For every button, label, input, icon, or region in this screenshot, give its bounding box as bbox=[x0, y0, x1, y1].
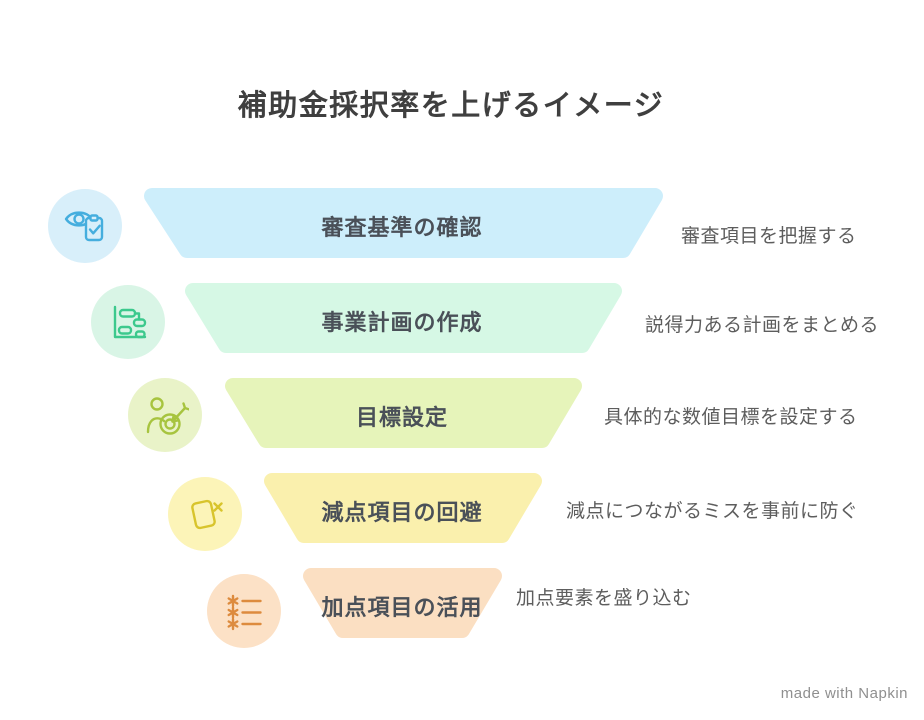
watermark: made with Napkin bbox=[780, 685, 908, 702]
funnel-stage-shape-4 bbox=[264, 473, 542, 543]
stage-label-5: 加点項目の活用 bbox=[321, 595, 483, 620]
funnel-stage-shape-2 bbox=[185, 283, 622, 353]
gantt-chart-icon bbox=[113, 305, 147, 339]
stage-label-4: 減点項目の回避 bbox=[321, 500, 483, 525]
stage-label-1: 審査基準の確認 bbox=[321, 215, 483, 240]
stage-icon-circle-4 bbox=[168, 477, 242, 551]
funnel-stage-shape-3 bbox=[225, 378, 582, 448]
document-x-icon bbox=[191, 499, 223, 530]
diagram-title: 補助金採択率を上げるイメージ bbox=[237, 90, 665, 122]
asterisk-list-icon bbox=[227, 594, 262, 631]
stage-note-1: 審査項目を把握する bbox=[681, 226, 857, 247]
stage-note-5: 加点要素を盛り込む bbox=[516, 588, 692, 609]
stage-note-4: 減点につながるミスを事前に防ぐ bbox=[566, 501, 859, 522]
stage-icon-circle-3 bbox=[128, 378, 202, 452]
eye-clipboard-icon bbox=[64, 211, 104, 242]
funnel-stage-shape-5 bbox=[303, 568, 502, 638]
stage-icon-circle-1 bbox=[48, 189, 122, 263]
stage-label-2: 事業計画の作成 bbox=[321, 310, 483, 335]
stage-label-3: 目標設定 bbox=[355, 405, 448, 430]
stage-icon-circle-5 bbox=[207, 574, 281, 648]
stage-note-3: 具体的な数値目標を設定する bbox=[604, 407, 858, 428]
stage-icon-circle-2 bbox=[91, 285, 165, 359]
funnel-stage-shape-1 bbox=[144, 188, 663, 258]
stage-note-2: 説得力ある計画をまとめる bbox=[645, 315, 880, 336]
person-target-icon bbox=[146, 397, 189, 435]
